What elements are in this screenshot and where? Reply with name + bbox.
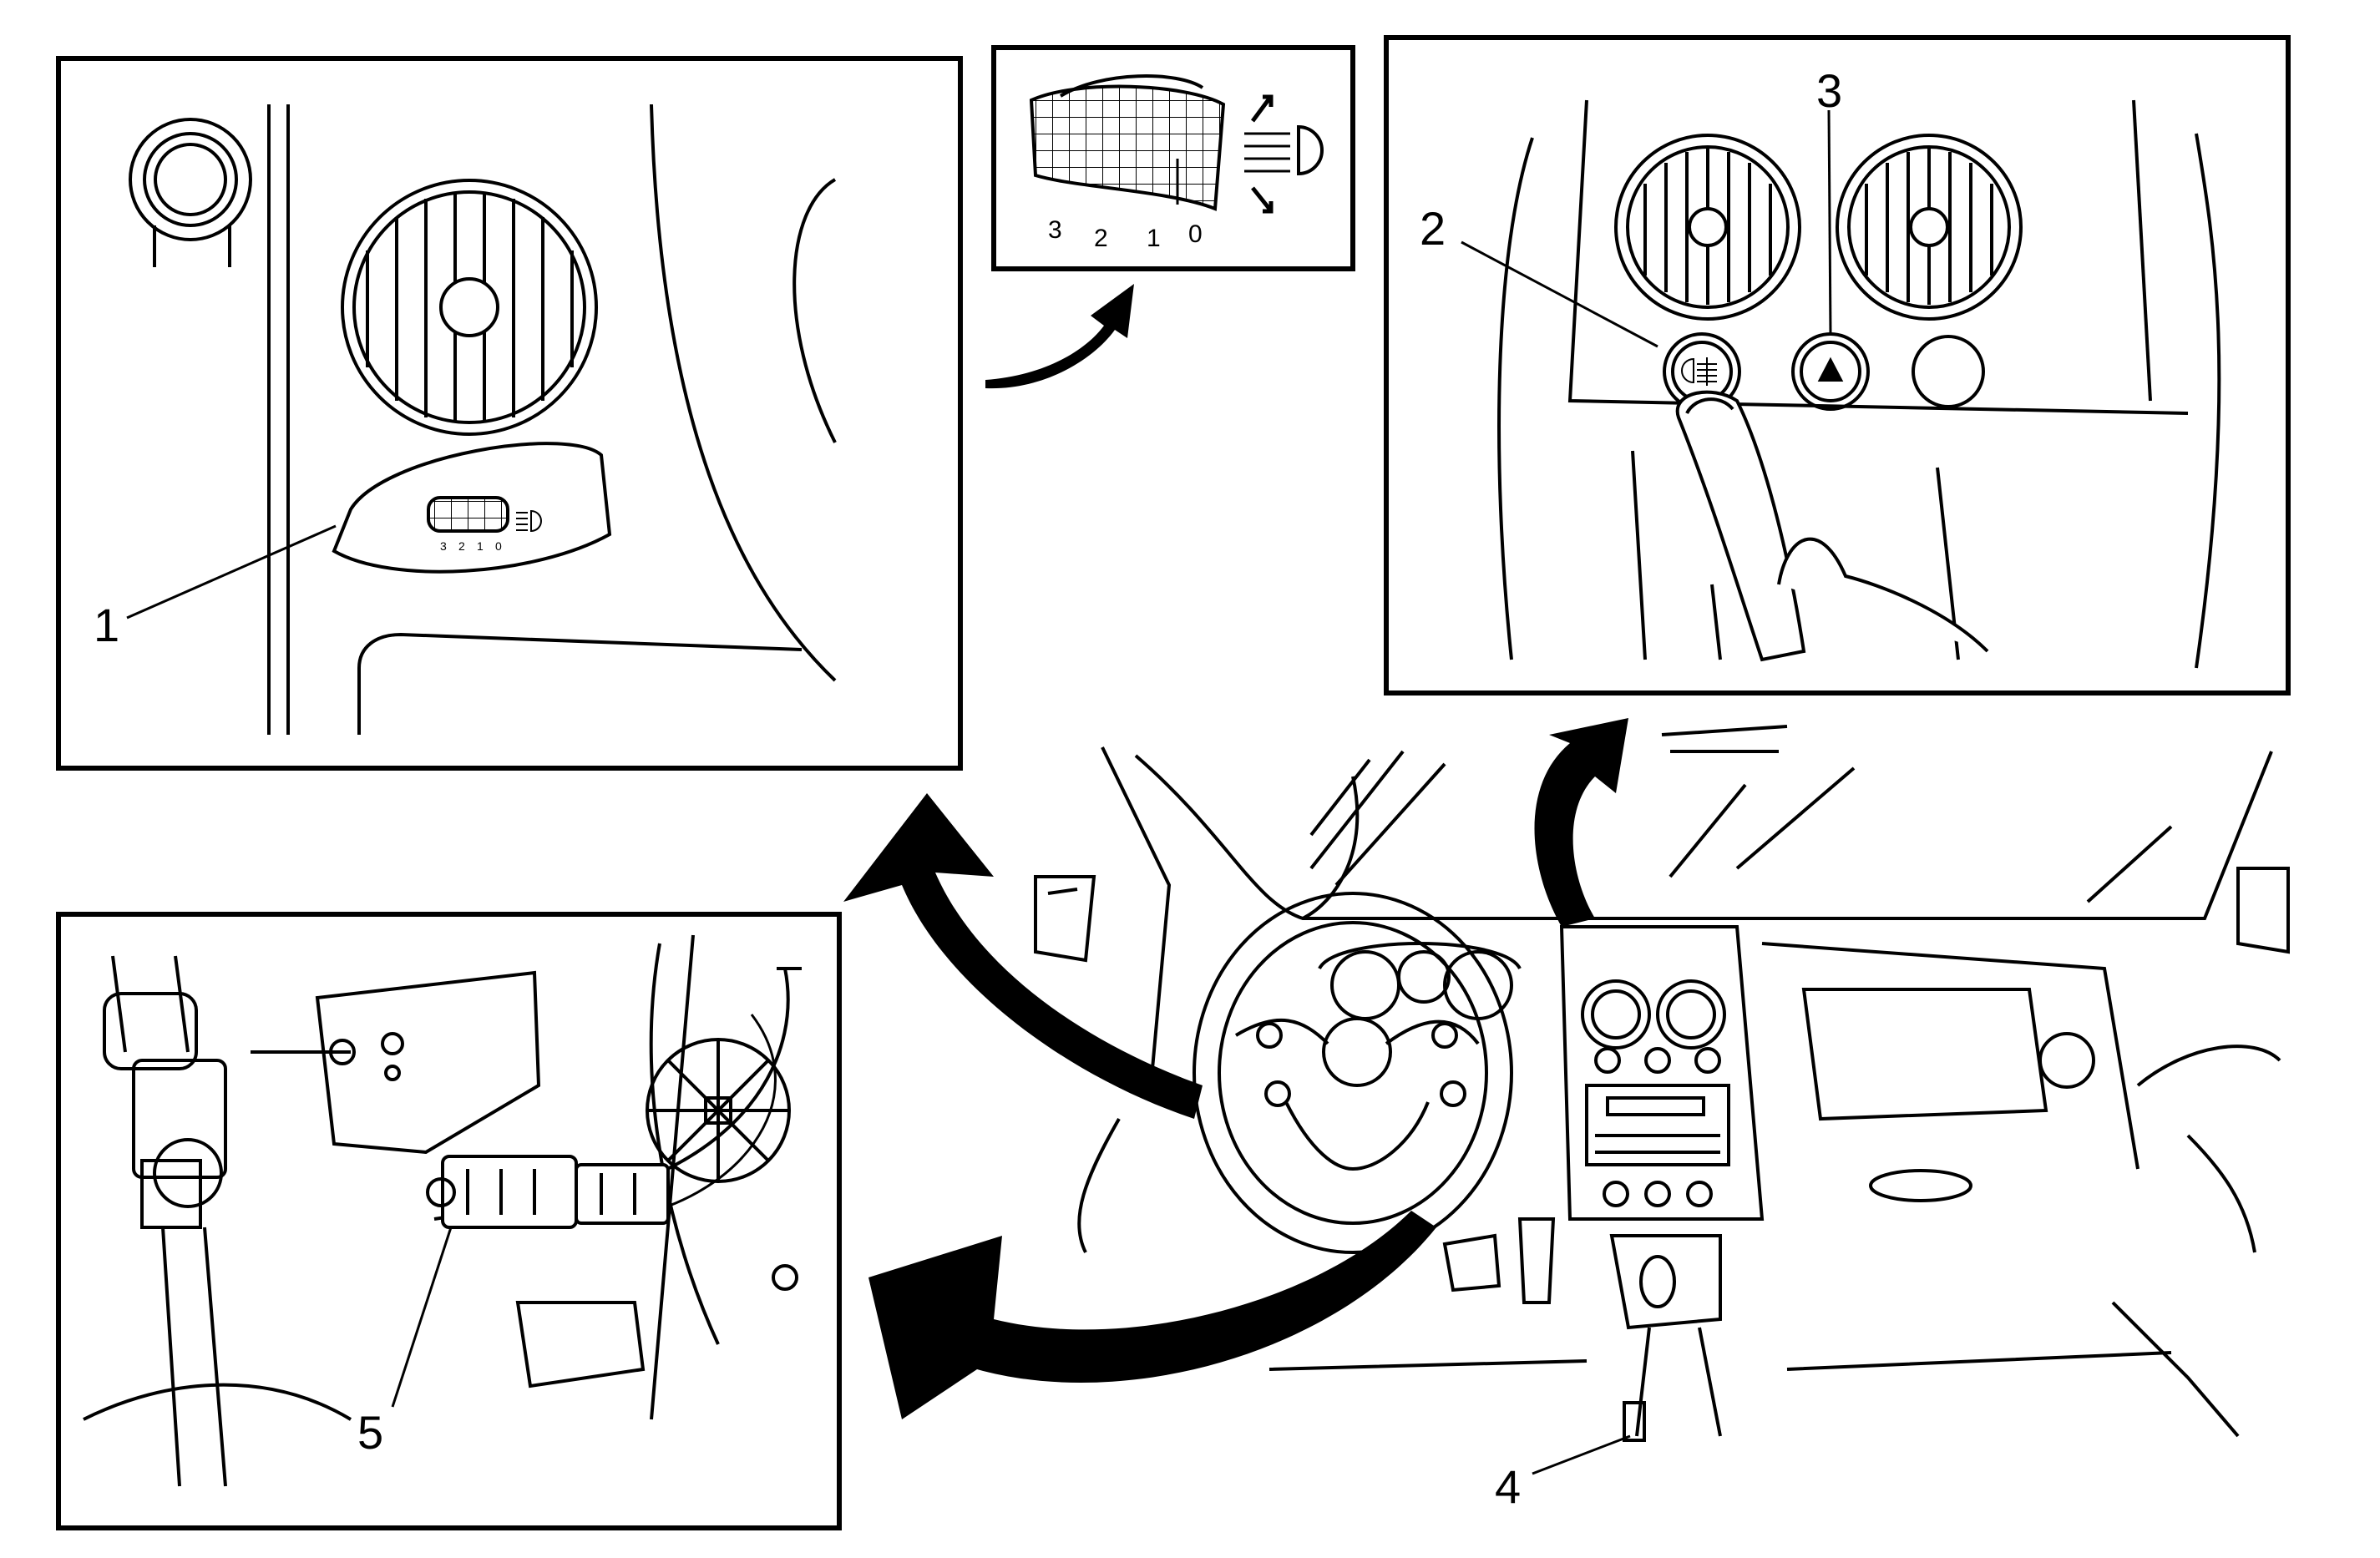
rear-fog-lamp-icon — [1681, 357, 1717, 386]
leader-line-2 — [1461, 240, 1658, 348]
air-vent — [341, 179, 598, 436]
headlamp-leveling-icon — [516, 509, 542, 533]
blower-housing — [646, 1038, 791, 1183]
callout-3: 3 — [1816, 64, 1842, 117]
dial-label-3: 3 — [1048, 216, 1062, 244]
dial-label-2: 2 — [1094, 225, 1108, 252]
leveling-thumbwheel — [1029, 84, 1226, 211]
gear-shifter — [1609, 1234, 1722, 1437]
dlc-connector-4 — [1623, 1401, 1646, 1442]
center-stack — [1559, 925, 1765, 1221]
leader-line-4 — [1532, 1434, 1631, 1475]
callout-5: 5 — [357, 1406, 383, 1459]
leader-line-1 — [126, 524, 337, 620]
pointer-arrow-icon — [868, 1211, 1436, 1419]
headlamp-leveling-icon-large — [1244, 94, 1324, 214]
leader-line-5 — [391, 1227, 453, 1408]
dashboard-overview — [1034, 725, 2290, 1475]
glovebox — [1801, 988, 2048, 1121]
radio-unit — [1585, 1084, 1730, 1166]
dial-label-2-small: 2 — [458, 539, 465, 553]
steering-wheel — [1193, 892, 1513, 1254]
hazard-switch — [1791, 332, 1870, 411]
pointer-arrow-icon — [985, 284, 1134, 389]
finger-pressing — [1675, 390, 1989, 662]
panel-dial-detail — [991, 45, 1355, 271]
dial-label-1-small: 1 — [477, 539, 484, 553]
instrument-cluster — [1318, 942, 1522, 1020]
dial-label-3-small: 3 — [440, 539, 447, 553]
connector-5 — [426, 1155, 670, 1229]
callout-4: 4 — [1495, 1460, 1521, 1513]
blank-switch — [1912, 335, 1985, 408]
dial-label-0: 0 — [1188, 220, 1203, 248]
panel-headlamp-leveling — [56, 56, 963, 771]
steering-column — [103, 955, 227, 1487]
pointer-arrow-icon — [1534, 718, 1628, 927]
panel-under-dash — [56, 912, 842, 1530]
air-vent-left — [1614, 134, 1801, 321]
pointer-arrows — [843, 718, 1628, 1419]
mounting-bracket — [251, 970, 541, 1155]
dial-label-1: 1 — [1147, 225, 1161, 252]
callout-2: 2 — [1420, 202, 1446, 255]
hazard-triangle-icon — [1817, 357, 1844, 382]
pointer-arrow-icon — [843, 793, 1203, 1119]
leader-line-3 — [1827, 109, 1832, 335]
air-vent-right — [1836, 134, 2023, 321]
dial-label-0-small: 0 — [495, 539, 502, 553]
headlamp-leveling-switch — [332, 442, 612, 574]
panel-center-switches — [1384, 35, 2291, 696]
callout-1: 1 — [94, 599, 119, 651]
round-knob — [129, 118, 252, 267]
